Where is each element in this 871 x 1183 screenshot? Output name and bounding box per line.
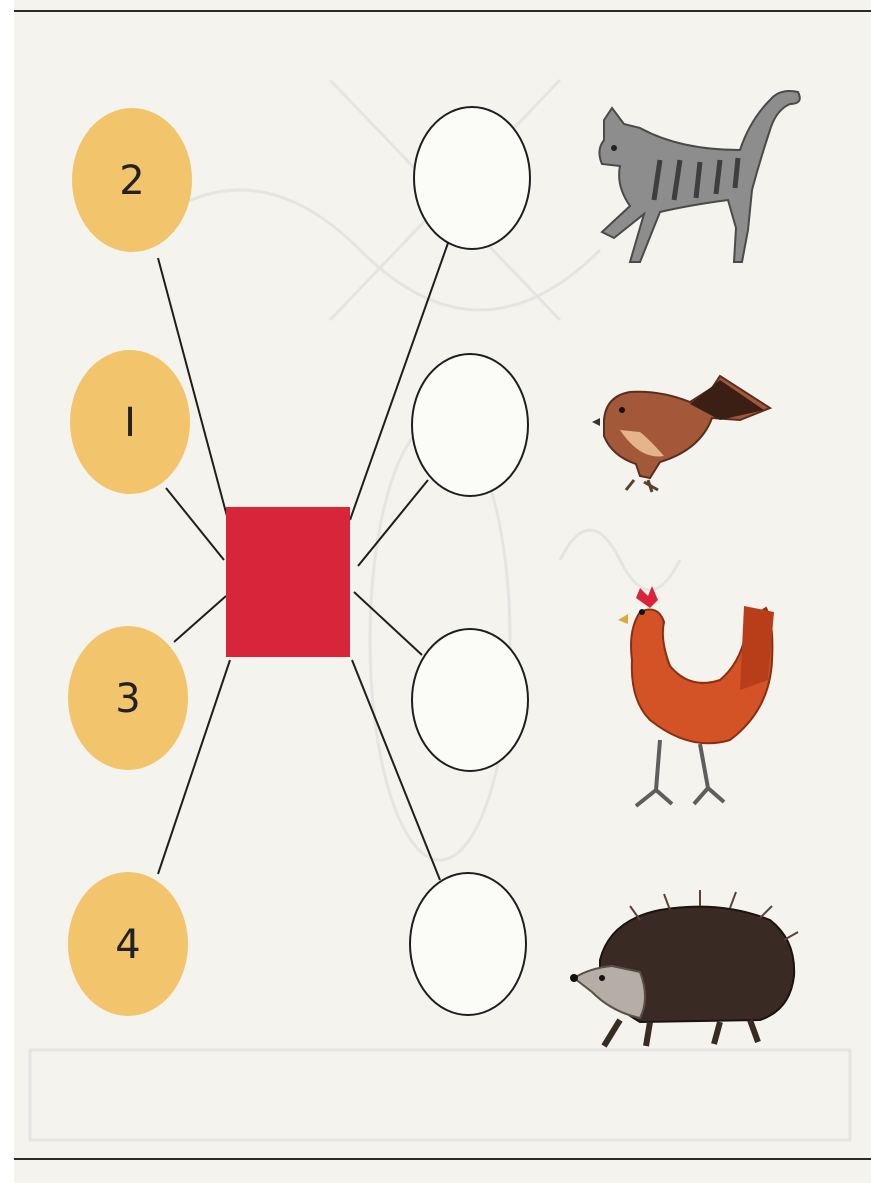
- connector-line: [354, 592, 422, 655]
- answer-circle[interactable]: [412, 354, 528, 496]
- number-label: 3: [115, 676, 140, 722]
- number-label: 2: [119, 158, 144, 204]
- answer-circle[interactable]: [414, 107, 530, 249]
- connector-line: [174, 596, 226, 642]
- answer-circle[interactable]: [412, 629, 528, 771]
- number-label: I: [124, 400, 136, 446]
- center-square: [226, 507, 350, 657]
- number-label: 4: [115, 922, 140, 968]
- hedgehog-icon: [570, 890, 798, 1046]
- number-circle[interactable]: I: [70, 350, 190, 494]
- connector-line: [166, 488, 224, 560]
- sparrow-icon: [592, 376, 770, 492]
- answer-circle[interactable]: [410, 873, 526, 1015]
- connector-line: [358, 480, 428, 566]
- hen-icon: [618, 586, 774, 806]
- cat-icon: [599, 91, 799, 262]
- number-circle[interactable]: 2: [72, 108, 192, 252]
- number-circle[interactable]: 3: [68, 626, 188, 770]
- number-circle[interactable]: 4: [68, 872, 188, 1016]
